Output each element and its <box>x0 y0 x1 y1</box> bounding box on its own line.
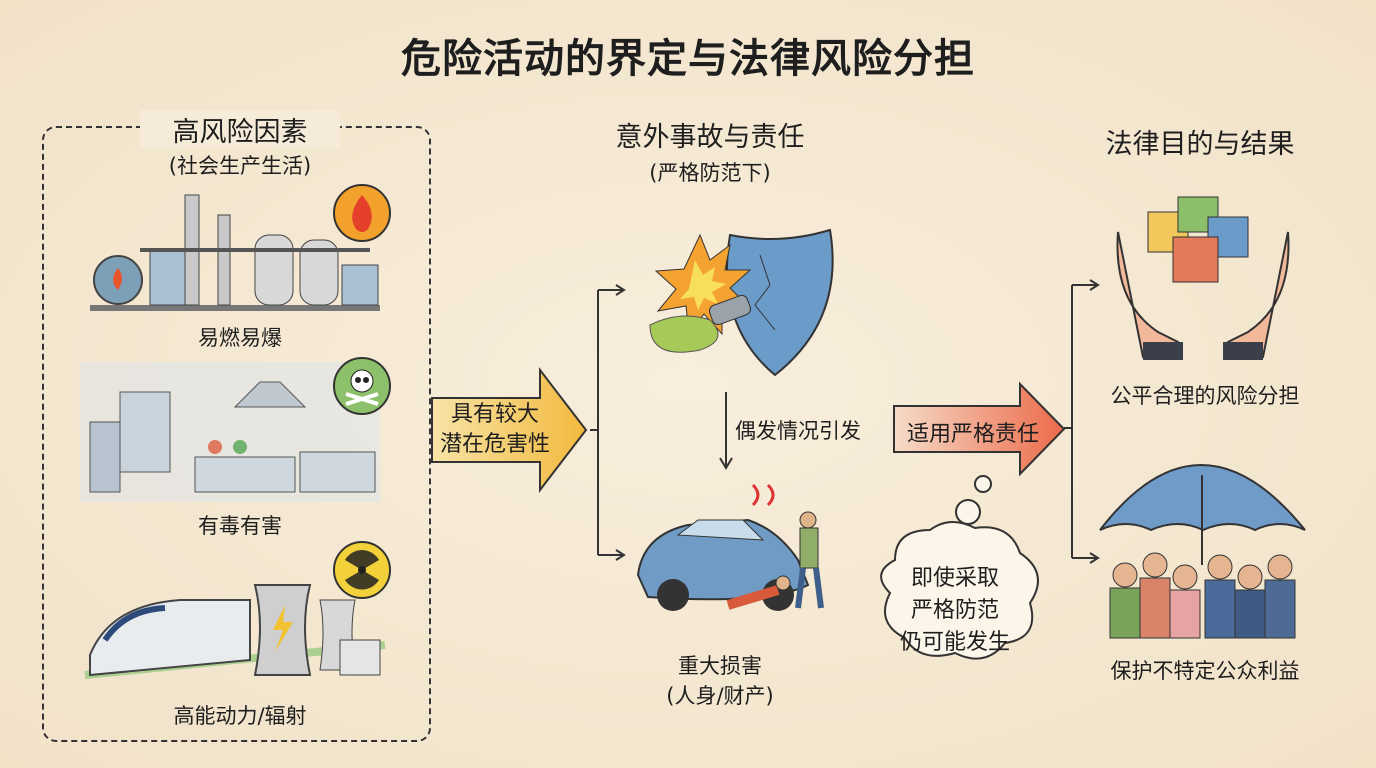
shield-explosion-illustration <box>649 228 834 377</box>
potential-harm-arrow <box>431 367 588 493</box>
potential-harm-line2: 潜在危害性 <box>439 432 550 457</box>
right-branch-connector <box>1064 279 1100 564</box>
serious-damage-label: 重大损害 <box>678 654 762 678</box>
hands-holding-cubes-illustration <box>1116 196 1290 360</box>
strict-liability-label: 适用严格责任 <box>906 422 1039 447</box>
fair-risk-sharing-label: 公平合理的风险分担 <box>1110 384 1300 408</box>
high-energy-radiation-label: 高能动力/辐射 <box>173 704 307 728</box>
serious-damage-sublabel: (人身/财产) <box>666 684 774 708</box>
factory-illustration <box>90 194 380 311</box>
down-arrow <box>719 392 733 470</box>
flammable-explosive-label: 易燃易爆 <box>198 326 282 350</box>
right-panel-heading: 法律目的与结果 <box>1105 129 1295 160</box>
potential-harm-line1: 具有较大 <box>450 402 539 427</box>
middle-panel-subheading: (严格防范下) <box>649 161 771 185</box>
toxic-harmful-label: 有毒有害 <box>198 514 282 538</box>
public-interest-label: 保护不特定公众利益 <box>1110 659 1300 683</box>
umbrella-people-illustration <box>1099 464 1306 639</box>
thought-bubble-text: 即使采取 严格防范 仍可能发生 <box>880 563 1030 659</box>
laboratory-illustration <box>80 362 380 502</box>
left-panel-heading: 高风险因素 <box>140 110 340 149</box>
branch-connector <box>590 284 626 561</box>
thought-line3: 仍可能发生 <box>899 630 1010 655</box>
page-title: 危险活动的界定与法律风险分担 <box>401 36 975 82</box>
train-powerplant-illustration <box>84 584 386 679</box>
skull-icon <box>333 357 391 415</box>
trigger-label: 偶发情况引发 <box>735 419 861 443</box>
thought-bubble <box>880 475 1039 660</box>
middle-panel-heading: 意外事故与责任 <box>615 122 805 153</box>
radiation-icon <box>333 541 391 599</box>
car-accident-illustration <box>636 483 824 611</box>
thought-line2: 严格防范 <box>910 598 999 623</box>
thought-line1: 即使采取 <box>910 566 999 591</box>
fire-icon <box>333 184 391 242</box>
strict-liability-arrow <box>893 381 1066 477</box>
potential-harm-text: 具有较大 潜在危害性 <box>430 400 560 460</box>
left-panel-subheading: (社会生产生活) <box>168 154 312 178</box>
